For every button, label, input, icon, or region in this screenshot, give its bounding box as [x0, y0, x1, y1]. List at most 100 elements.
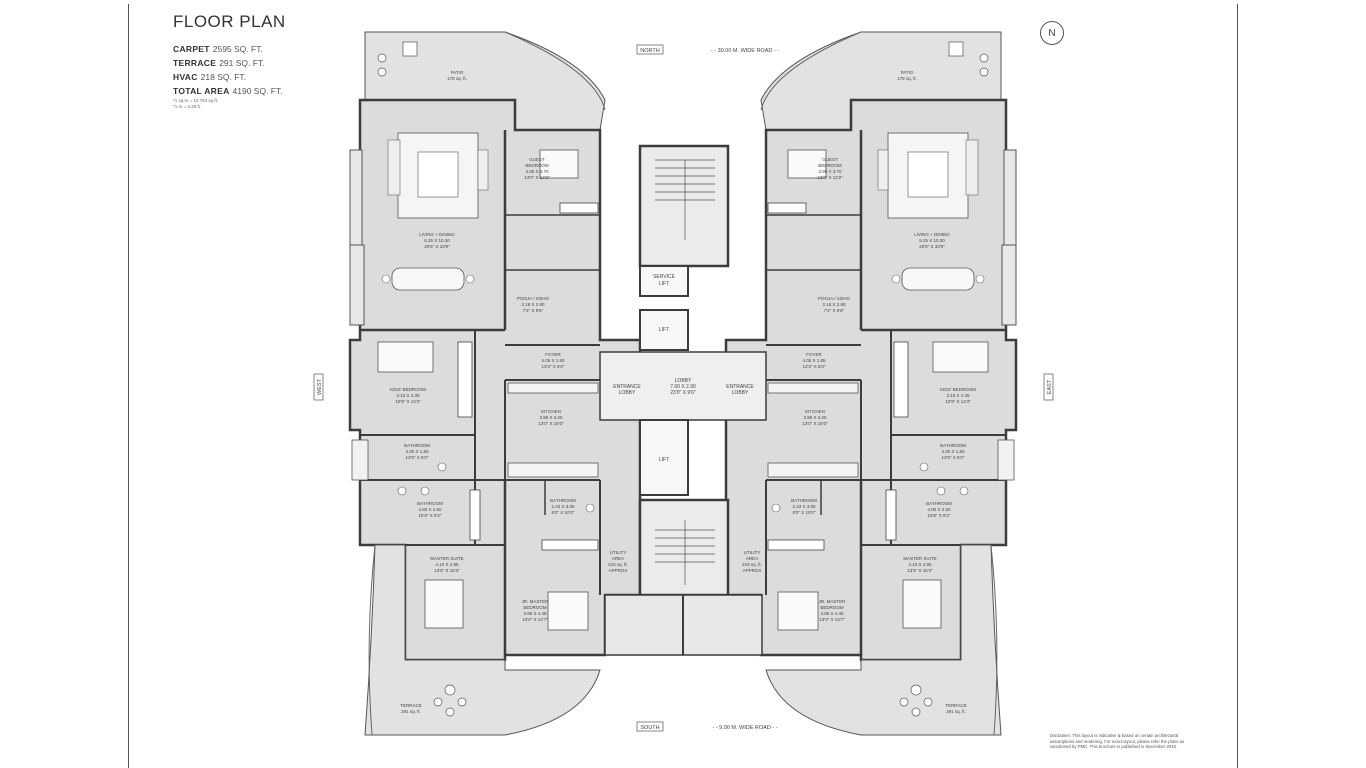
- north-tag: NORTH: [640, 48, 659, 54]
- svg-text:20'6" X 33'9": 20'6" X 33'9": [919, 244, 945, 249]
- svg-text:8'0" X 10'0": 8'0" X 10'0": [793, 510, 816, 515]
- svg-text:6.25 X 10.30: 6.25 X 10.30: [919, 238, 945, 243]
- north-compass-icon: N: [1040, 21, 1064, 45]
- foyer-label: FOYER: [545, 352, 561, 357]
- patio-label: PATIO: [451, 70, 464, 75]
- bathroom-2-label: BATHROOM: [926, 501, 952, 506]
- service-lift-label: SERVICE: [653, 274, 676, 280]
- svg-text:291 sq. ft.: 291 sq. ft.: [946, 709, 966, 714]
- svg-text:3.95 X 3.70: 3.95 X 3.70: [525, 169, 549, 174]
- svg-text:13'3" X 6'0": 13'3" X 6'0": [542, 364, 565, 369]
- svg-text:APPROX: APPROX: [743, 568, 762, 573]
- west-tag: WEST: [317, 378, 323, 395]
- bathroom-1-label: BATHROOM: [404, 443, 430, 448]
- foyer-label: FOYER: [806, 352, 822, 357]
- south-road-text: - - 9.00 M. WIDE ROAD - -: [712, 725, 777, 731]
- svg-text:13'0" X 12'2": 13'0" X 12'2": [817, 175, 843, 180]
- guest-bedroom-label: GUEST: [529, 157, 545, 162]
- master-suite-label: MASTER SUITE: [430, 556, 463, 561]
- svg-text:AREA: AREA: [746, 556, 758, 561]
- bathroom-3-label: BATHROOM: [791, 498, 817, 503]
- pooja-soho-label: POOJA / SOHO: [818, 296, 851, 301]
- svg-text:6.25 X 10.30: 6.25 X 10.30: [424, 238, 450, 243]
- svg-text:178 sq. ft.: 178 sq. ft.: [447, 76, 467, 81]
- left-room-labels: PATIO 178 sq. ft. LIVING + DINING 6.25 X…: [390, 70, 628, 714]
- bathroom-1-label: BATHROOM: [940, 443, 966, 448]
- west-road-label: WEST: [313, 373, 324, 401]
- svg-text:218 sq. ft.: 218 sq. ft.: [608, 562, 628, 567]
- svg-text:4.10 X 4.95: 4.10 X 4.95: [435, 562, 459, 567]
- svg-text:BEDROOM: BEDROOM: [525, 163, 549, 168]
- svg-text:23'0" X 9'6": 23'0" X 9'6": [670, 390, 696, 396]
- svg-text:3.95 X 3.70: 3.95 X 3.70: [818, 169, 842, 174]
- svg-text:15'9" X 8'2": 15'9" X 8'2": [419, 513, 442, 518]
- pooja-soho-label: POOJA / SOHO: [517, 296, 550, 301]
- unit-note-1: *1 sq.m = 10.764 sq.ft.: [173, 98, 219, 103]
- svg-text:3.10 X 4.35: 3.10 X 4.35: [396, 393, 420, 398]
- south-road-label: SOUTH - - 9.00 M. WIDE ROAD - -: [636, 721, 778, 732]
- svg-text:BEDROOM: BEDROOM: [818, 163, 842, 168]
- svg-text:13'0" X 14'7": 13'0" X 14'7": [819, 617, 845, 622]
- svg-text:7'2" X 9'6": 7'2" X 9'6": [523, 308, 544, 313]
- jr-master-bedroom-label: JR. MASTER: [819, 599, 847, 604]
- svg-text:3.95 X 4.25: 3.95 X 4.25: [803, 415, 827, 420]
- svg-text:4.05 X 1.85: 4.05 X 1.85: [802, 358, 826, 363]
- svg-text:4.20 X 1.80: 4.20 X 1.80: [405, 449, 429, 454]
- svg-text:7'2" X 9'6": 7'2" X 9'6": [824, 308, 845, 313]
- svg-text:10'9" X 14'3": 10'9" X 14'3": [945, 399, 971, 404]
- living-dining-label: LIVING + DINING: [914, 232, 950, 237]
- left-border-line: [128, 4, 129, 768]
- svg-text:13'0" X 15'0": 13'0" X 15'0": [538, 421, 564, 426]
- svg-text:13'3" X 6'0": 13'3" X 6'0": [803, 364, 826, 369]
- svg-text:LOBBY: LOBBY: [732, 390, 749, 396]
- unit-note-2: *1 m = 3.28 ft.: [173, 104, 202, 109]
- south-tag: SOUTH: [640, 725, 659, 731]
- svg-text:3.95 X 4.25: 3.95 X 4.25: [539, 415, 563, 420]
- svg-text:APPROX: APPROX: [609, 568, 628, 573]
- svg-text:4.80 X 2.50: 4.80 X 2.50: [418, 507, 442, 512]
- svg-text:20'6" X 33'9": 20'6" X 33'9": [424, 244, 450, 249]
- lift-top-label: LIFT: [659, 327, 669, 333]
- svg-text:10'9" X 14'3": 10'9" X 14'3": [395, 399, 421, 404]
- svg-text:4.20 X 1.80: 4.20 X 1.80: [941, 449, 965, 454]
- terrace-label: TERRACE: [400, 703, 422, 708]
- guest-bedroom-label: GUEST: [822, 157, 838, 162]
- page-title: FLOOR PLAN: [173, 12, 286, 31]
- right-room-labels: PATIO 178 sq. ft. LIVING + DINING 6.25 X…: [742, 70, 976, 714]
- disclaimer-text: Disclaimer: This layout is indicative & …: [1050, 733, 1185, 749]
- svg-text:8'0" X 10'0": 8'0" X 10'0": [552, 510, 575, 515]
- right-apartment: [724, 30, 1018, 737]
- svg-text:AREA: AREA: [612, 556, 624, 561]
- left-apartment: [348, 30, 642, 737]
- svg-text:13'0" X 14'7": 13'0" X 14'7": [522, 617, 548, 622]
- north-road-label: NORTH - - 30.00 M. WIDE ROAD - -: [636, 44, 779, 55]
- svg-text:13'0" X 15'0": 13'0" X 15'0": [802, 421, 828, 426]
- lift-bottom-label: LIFT: [659, 457, 669, 463]
- svg-text:13'9" X 6'0": 13'9" X 6'0": [406, 455, 429, 460]
- jr-master-bedroom-label: JR. MASTER: [522, 599, 550, 604]
- svg-text:291 sq. ft.: 291 sq. ft.: [401, 709, 421, 714]
- svg-text:178 sq. ft.: 178 sq. ft.: [897, 76, 917, 81]
- right-border-line: [1237, 4, 1238, 768]
- svg-text:LOBBY: LOBBY: [619, 390, 636, 396]
- svg-text:2.43 X 3.05: 2.43 X 3.05: [792, 504, 816, 509]
- east-tag: EAST: [1047, 379, 1053, 394]
- kids-bedroom-label: KIDS' BEDROOM: [390, 387, 426, 392]
- svg-text:3.95 X 4.45: 3.95 X 4.45: [523, 611, 547, 616]
- utility-area-label: UTILITY: [744, 550, 761, 555]
- master-suite-label: MASTER SUITE: [903, 556, 936, 561]
- core-labels: SERVICE LIFT LIFT LIFT LOBBY 7.00 X 2.90…: [613, 274, 754, 463]
- compass-label: N: [1048, 27, 1056, 39]
- entrance-lobby-left: ENTRANCE: [613, 384, 641, 390]
- central-core: [599, 144, 767, 656]
- svg-text:13'5" X 16'3": 13'5" X 16'3": [434, 568, 460, 573]
- living-dining-label: LIVING + DINING: [419, 232, 455, 237]
- svg-text:4.80 X 2.50: 4.80 X 2.50: [927, 507, 951, 512]
- patio-label: PATIO: [901, 70, 914, 75]
